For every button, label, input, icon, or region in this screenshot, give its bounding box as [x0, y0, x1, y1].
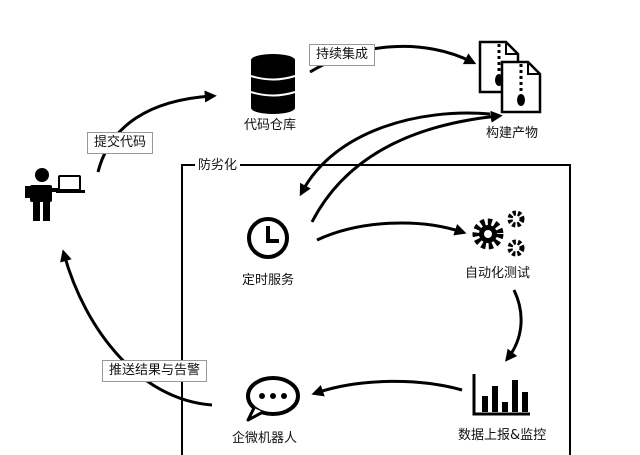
zip-file-icon — [478, 40, 542, 114]
developer-laptop-icon — [25, 168, 85, 221]
build-artifact-label: 构建产物 — [486, 126, 539, 141]
data-report-label: 数据上报&监控 — [458, 428, 547, 443]
arrow-test-to-report — [505, 289, 523, 362]
database-icon — [250, 54, 296, 114]
wecom-bot-label: 企微机器人 — [232, 431, 298, 446]
arrow-service-to-artifact — [310, 110, 503, 223]
region-box — [181, 164, 571, 455]
arrow-report-to-bot — [311, 379, 463, 397]
code-repo-label: 代码仓库 — [244, 118, 297, 133]
region-label: 防劣化 — [195, 158, 241, 174]
arrow-service-to-test — [316, 221, 467, 242]
auto-test-label: 自动化测试 — [465, 266, 531, 281]
push-results-label: 推送结果与告警 — [102, 360, 208, 382]
chat-bubble-icon — [246, 376, 300, 422]
gears-icon — [472, 210, 525, 257]
submit-code-label: 提交代码 — [87, 132, 154, 154]
arrow-artifact-to-service — [299, 111, 491, 197]
bar-chart-icon — [472, 374, 530, 416]
continuous-integration-label: 持续集成 — [309, 44, 376, 66]
clock-icon — [247, 217, 289, 259]
scheduled-service-label: 定时服务 — [242, 273, 295, 288]
arrow-submit-code — [96, 90, 217, 173]
arrow-push-results — [60, 249, 213, 407]
